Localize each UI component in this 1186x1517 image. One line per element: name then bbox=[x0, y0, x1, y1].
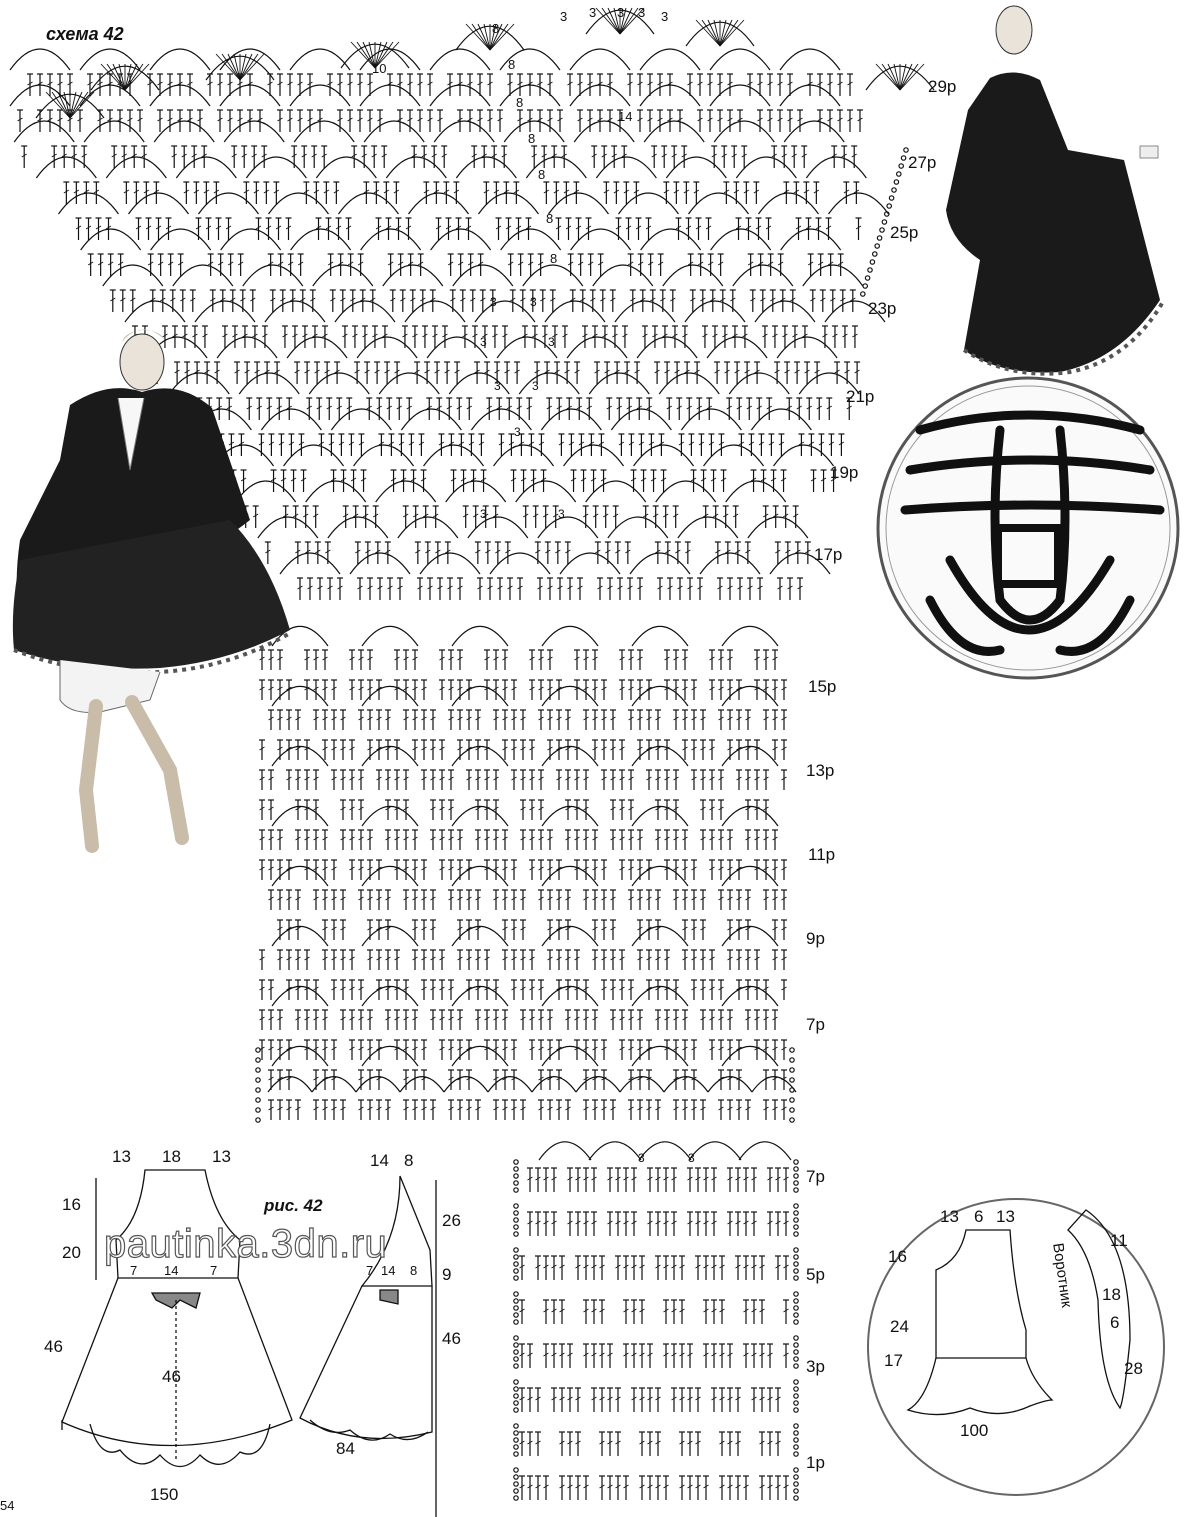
small-row-label-3: 3р bbox=[806, 1357, 825, 1376]
row-label-19: 19р bbox=[830, 463, 859, 482]
back-left-upper: 16 bbox=[62, 1195, 81, 1214]
front-right-lower: 46 bbox=[442, 1329, 461, 1348]
back-top-left: 13 bbox=[112, 1147, 131, 1166]
row-label-29: 29р bbox=[928, 77, 957, 96]
stitch-symbols bbox=[9, 7, 935, 1501]
back-piece-outline bbox=[61, 1169, 293, 1468]
front-top-right: 8 bbox=[404, 1151, 414, 1170]
row-label-25: 25р bbox=[890, 223, 919, 242]
small-row-label-7: 7р bbox=[806, 1167, 825, 1186]
fan-count: 8 bbox=[492, 21, 500, 36]
fan-count: 8 bbox=[538, 167, 546, 182]
row-label-23: 23р bbox=[868, 299, 897, 318]
page-number: 54 bbox=[0, 1498, 15, 1513]
small-row-label-1: 1р bbox=[806, 1453, 825, 1472]
fan-count: 3 bbox=[617, 5, 625, 20]
front-waist-left: 7 bbox=[366, 1263, 374, 1278]
row-label-7: 7р bbox=[806, 1015, 825, 1034]
fan-count: 3 bbox=[638, 5, 646, 20]
watermark: pautinka.3dn.ru bbox=[103, 1221, 388, 1266]
fan-count: 8 bbox=[516, 95, 524, 110]
back-waist-left: 7 bbox=[130, 1263, 138, 1278]
front-waist-center: 14 bbox=[381, 1263, 396, 1278]
fan-count: 8 bbox=[546, 211, 554, 226]
sleeve-top-left: 13 bbox=[940, 1207, 959, 1226]
row-label-9: 9р bbox=[806, 929, 825, 948]
row-label-27: 27р bbox=[908, 153, 937, 172]
fan-count: 3 bbox=[494, 379, 501, 393]
model-photo-left bbox=[12, 329, 294, 853]
fan-count: 3 bbox=[514, 425, 521, 439]
fan-count: 3 bbox=[661, 9, 669, 24]
back-side-length: 46 bbox=[44, 1337, 63, 1356]
collar-dim-top: 11 bbox=[1110, 1231, 1128, 1250]
back-top-center: 18 bbox=[162, 1147, 181, 1166]
collar-dim-mid: 6 bbox=[1110, 1313, 1120, 1332]
fan-count: 3 bbox=[530, 295, 537, 309]
fan-count: 8 bbox=[550, 251, 558, 266]
row-label-21: 21р bbox=[846, 387, 875, 406]
sleeve-top-right: 13 bbox=[996, 1207, 1015, 1226]
small-row-label-5: 5р bbox=[806, 1265, 825, 1284]
back-hem-width: 150 bbox=[150, 1485, 179, 1504]
row-label-15: 15р bbox=[808, 677, 837, 696]
fan-count: 3 bbox=[532, 379, 539, 393]
back-center-length: 46 bbox=[162, 1367, 181, 1386]
model-photo-right bbox=[946, 5, 1166, 376]
back-left-lower: 20 bbox=[62, 1243, 81, 1262]
sleeve-top-center: 6 bbox=[974, 1207, 984, 1226]
fan-count: 3 bbox=[548, 335, 555, 349]
back-top-right: 13 bbox=[212, 1147, 231, 1166]
fan-count: 3 bbox=[589, 5, 597, 20]
fan-count: 3 bbox=[560, 9, 568, 24]
front-waist-right: 8 bbox=[410, 1263, 418, 1278]
back-waist-center: 14 bbox=[164, 1263, 179, 1278]
row-label-13: 13р bbox=[806, 761, 835, 780]
fan-count: 3 bbox=[558, 507, 565, 521]
sleeve-left-lower: 17 bbox=[884, 1351, 903, 1370]
front-right-mid: 9 bbox=[442, 1265, 452, 1284]
fan-count: 8 bbox=[528, 131, 536, 146]
small-chart-count: 3 bbox=[688, 1151, 695, 1165]
fan-count: 3 bbox=[480, 507, 487, 521]
collar-dim-upper: 18 bbox=[1102, 1285, 1121, 1304]
back-waist-right: 7 bbox=[210, 1263, 218, 1278]
front-hem-width: 84 bbox=[336, 1439, 355, 1458]
sleeve-left-upper: 16 bbox=[888, 1247, 907, 1266]
front-piece-outline bbox=[299, 1175, 437, 1517]
fan-count: 3 bbox=[490, 295, 497, 309]
sleeve-outline bbox=[867, 1198, 1165, 1496]
detail-closeup bbox=[876, 376, 1180, 680]
front-top-left: 14 bbox=[370, 1151, 389, 1170]
sleeve-hem-width: 100 bbox=[960, 1421, 989, 1440]
figure-title: рис. 42 bbox=[264, 1196, 323, 1215]
sleeve-left-mid: 24 bbox=[890, 1317, 909, 1336]
scheme-title: схема 42 bbox=[46, 24, 124, 44]
row-label-11: 11р bbox=[808, 845, 836, 864]
fan-count: 14 bbox=[618, 109, 633, 124]
fan-count: 3 bbox=[480, 335, 487, 349]
small-chart-count: 3 bbox=[638, 1151, 645, 1165]
fan-count: 10 bbox=[372, 61, 387, 76]
collar-dim-lower: 28 bbox=[1124, 1359, 1143, 1378]
front-right-upper: 26 bbox=[442, 1211, 461, 1230]
fan-count: 8 bbox=[508, 57, 516, 72]
row-label-17: 17р bbox=[814, 545, 843, 564]
